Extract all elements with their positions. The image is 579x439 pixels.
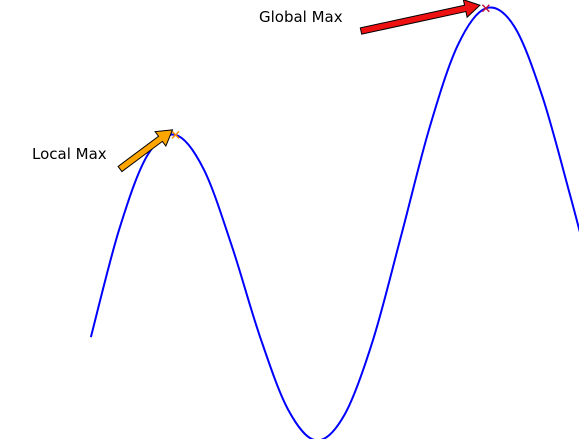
plot-area	[89, 6, 579, 439]
global-max-arrow	[359, 0, 481, 35]
global-max-label: Global Max	[259, 8, 343, 26]
local-max-marker	[171, 130, 180, 139]
marker-layer	[171, 4, 490, 139]
global-max-marker	[481, 4, 490, 13]
series-line-0	[89, 6, 579, 439]
local-max-arrow	[117, 129, 174, 173]
annotation-layer: Local Max Global Max	[32, 0, 481, 173]
local-max-label: Local Max	[32, 145, 107, 163]
